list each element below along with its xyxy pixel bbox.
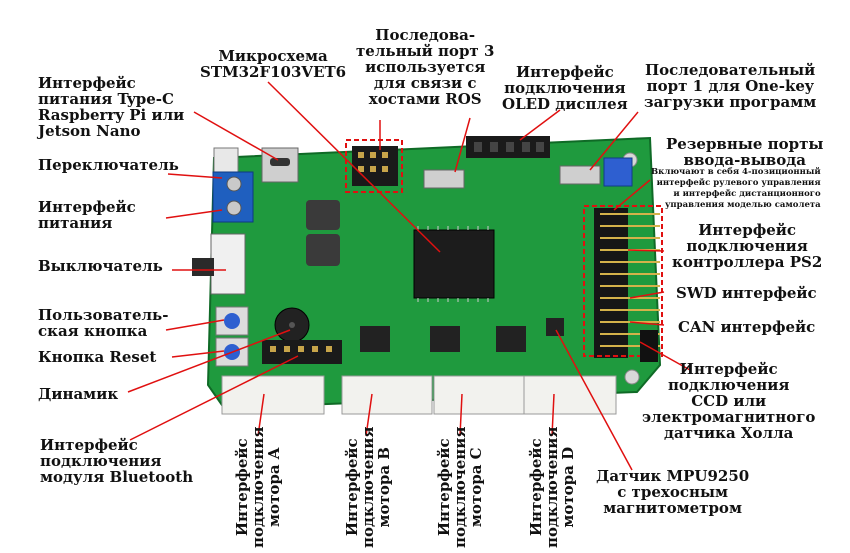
label-motor-d: Интерфейс подключения мотора D [527,426,577,548]
driver-chip [360,326,390,352]
driver-chip [496,326,526,352]
ccd-connector [640,330,658,362]
mcu-chip-icon [413,229,495,299]
serial3-dashed-box [345,139,403,193]
label-reserve-note: Включают в себя 4-позиционный интерфейс … [651,167,821,210]
motor-c-connector [433,375,525,415]
potentiometer [603,157,633,187]
label-reserve: Резервные порты ввода-вывода [666,135,824,169]
inductor [306,234,340,266]
label-mpu: Датчик MPU9250 с трехосным магнитометром [596,467,750,517]
motor-a-connector [221,375,325,415]
io-pin-header [594,208,660,358]
label-reset: Кнопка Reset [38,348,157,366]
label-swd: SWD интерфейс [676,284,817,302]
label-bluetooth: Интерфейс подключения модуля Bluetooth [40,436,194,486]
label-ps2: Интерфейс подключения контроллера PS2 [672,221,823,271]
micro-usb-port [559,165,601,185]
label-switch: Переключатель [38,156,179,174]
inductor [306,200,340,230]
label-oled: Интерфейс подключения OLED дисплея [502,63,628,113]
power-switch [210,233,246,295]
label-power: Интерфейс питания [38,198,136,232]
label-speaker: Динамик [38,385,119,403]
io-dashed-box [583,205,663,357]
label-onoff: Выключатель [38,257,163,275]
label-typec: Интерфейс питания Type-C Raspberry Pi ил… [38,74,185,140]
micro-usb-port [423,169,465,189]
mount-hole [624,369,640,385]
label-mcu: Микросхема STM32F103VET6 [200,47,347,81]
motor-b-connector [341,375,433,415]
label-ccd: Интерфейс подключения CCD или электромаг… [642,360,816,442]
label-user-button: Пользователь- ская кнопка [38,306,169,340]
label-motor-c: Интерфейс подключения мотора C [435,426,485,548]
label-can: CAN интерфейс [678,318,816,336]
label-motor-a: Интерфейс подключения мотора A [233,426,283,548]
driver-chip [430,326,460,352]
label-serial1: Последовательный порт 1 для One-key загр… [644,61,817,111]
leader-lines [127,81,691,471]
label-serial3: Последова- тельный порт 3 используется д… [356,26,495,108]
label-motor-b: Интерфейс подключения мотора B [343,426,393,548]
motor-d-connector [523,375,617,415]
mpu-chip [546,318,564,336]
